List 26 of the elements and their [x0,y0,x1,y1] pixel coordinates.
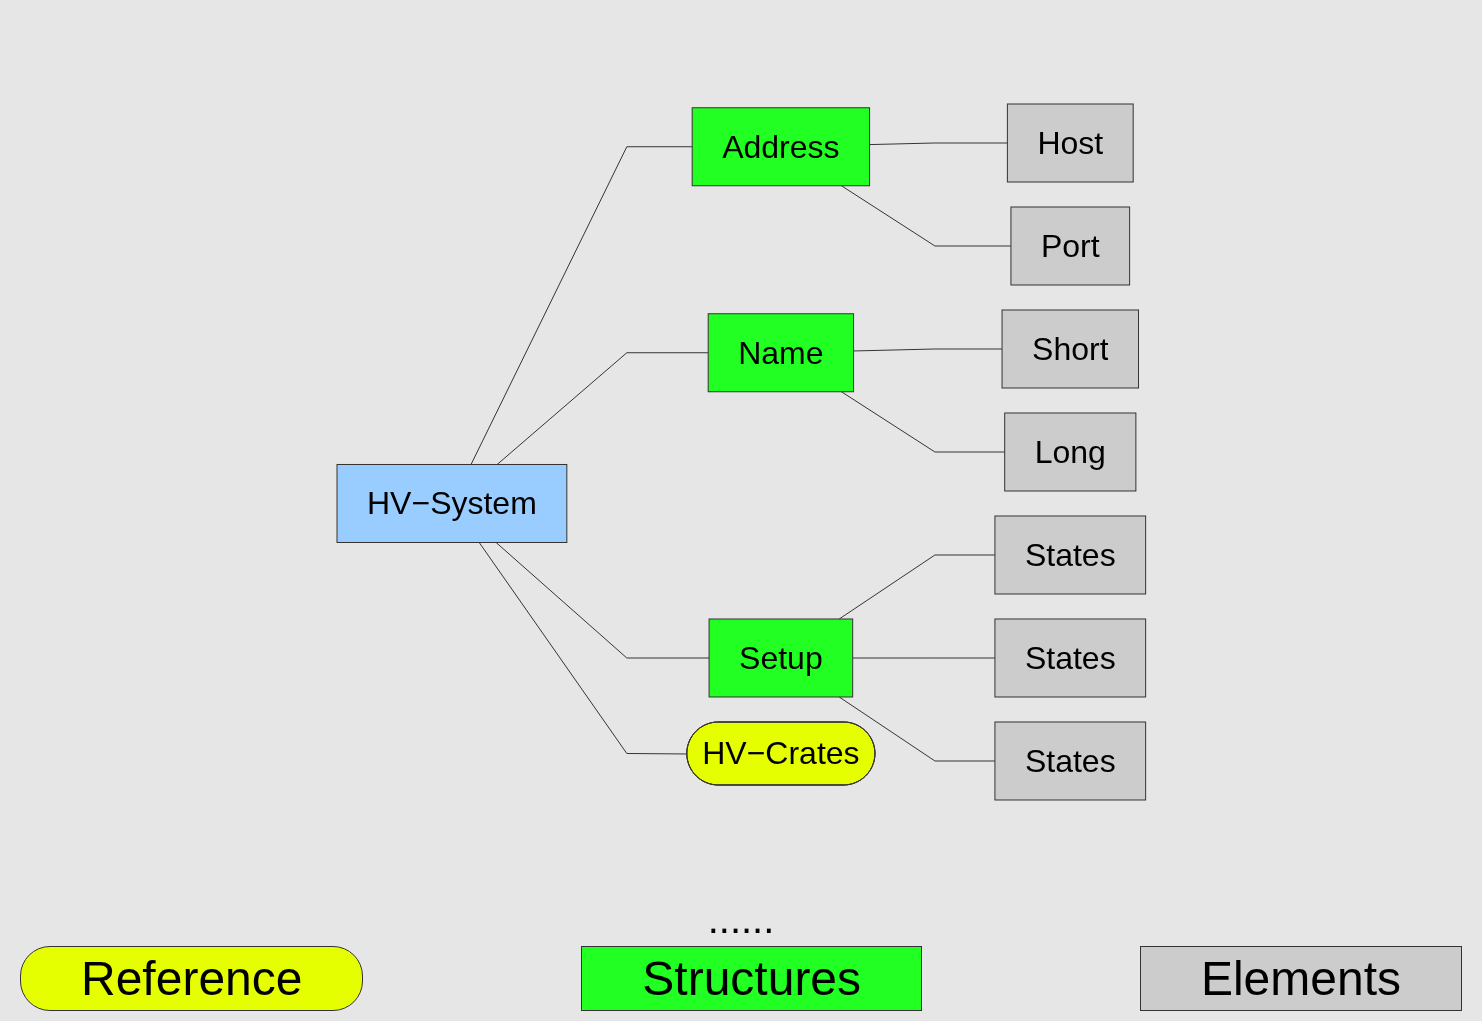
node-box: Short [1001,309,1139,388]
node-box: Long [1003,412,1137,491]
connector [840,184,1012,246]
node-box: States [994,515,1146,594]
node-box: Port [1010,206,1130,285]
connector [851,657,996,658]
connector [840,390,1005,452]
legend-swatch: Elements [1139,946,1462,1011]
connector [496,351,709,465]
node-box: Setup [708,618,853,697]
legend-swatch: Reference [20,946,364,1011]
node-box: States [994,618,1146,697]
node-box: States [994,721,1146,800]
node-box: Host [1006,103,1134,182]
connector [478,541,688,754]
connector [868,142,1008,145]
connector [838,554,996,619]
connector [838,696,996,761]
connector [852,348,1003,351]
connector [470,145,693,465]
node-box: HV−System [336,463,567,543]
node-box: Address [691,106,870,186]
ellipsis-text: ...... [707,897,775,941]
connector [495,541,710,658]
node-box: Name [707,312,854,392]
legend-swatch: Structures [581,946,923,1011]
